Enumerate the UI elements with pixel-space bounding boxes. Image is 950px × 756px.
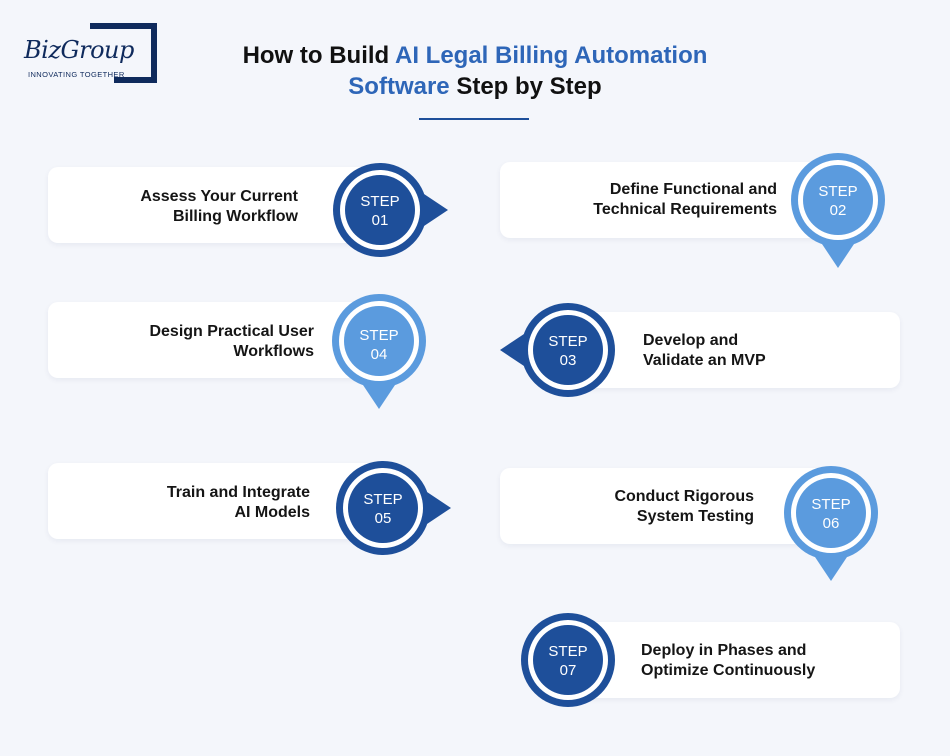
step-word-03: STEP: [548, 333, 588, 350]
step-number-04: 04: [370, 346, 388, 363]
step-number-06: 06: [822, 515, 840, 532]
step-word-06: STEP: [811, 496, 851, 513]
step-badge-03: STEP 03: [500, 302, 616, 398]
step-number-05: 05: [374, 510, 392, 527]
step-badge-07: STEP 07: [520, 612, 616, 708]
step-card-03: [560, 312, 900, 388]
title-underline: [419, 118, 529, 120]
title-text-1: How to Build: [242, 42, 395, 69]
step-number-01: 01: [371, 212, 389, 229]
bizgroup-logo: BizGroup INNOVATING TOGETHER: [22, 22, 162, 84]
step-label-01: Assess Your Current Billing Workflow: [140, 188, 298, 225]
arrow-down-icon: [784, 466, 878, 581]
arrow-right-icon: [333, 163, 448, 257]
arrow-down-icon: [332, 294, 426, 409]
step-badge-02: STEP 02: [790, 152, 886, 268]
arrow-down-icon: [791, 153, 885, 268]
logo-frame-icon: [90, 23, 157, 83]
step-number-07: 07: [559, 662, 577, 679]
step-label-06: Conduct Rigorous System Testing: [614, 488, 754, 525]
step-badge-06: STEP 06: [783, 465, 879, 581]
step-number-03: 03: [559, 352, 577, 369]
step-badge-01: STEP 01: [332, 162, 448, 258]
arrow-right-icon: [336, 461, 451, 555]
step-word-02: STEP: [818, 183, 858, 200]
title-highlight-1: AI Legal Billing Automation: [394, 42, 708, 69]
step-label-05: Train and Integrate AI Models: [166, 484, 310, 521]
logo-tagline: INNOVATING TOGETHER: [28, 70, 125, 79]
step-label-02: Define Functional and Technical Requirem…: [593, 181, 777, 218]
step-word-05: STEP: [363, 491, 403, 508]
step-word-07: STEP: [548, 643, 588, 660]
step-badge-05: STEP 05: [335, 460, 451, 556]
title-text-2: Step by Step: [449, 73, 602, 100]
step-badge-04: STEP 04: [331, 293, 427, 409]
step-circle-icon: [521, 613, 615, 707]
page-title: How to Build AI Legal Billing Automation…: [210, 40, 740, 102]
step-label-04: Design Practical User Workflows: [149, 323, 314, 360]
step-word-01: STEP: [360, 193, 400, 210]
step-number-02: 02: [829, 202, 847, 219]
step-label-07: Deploy in Phases and Optimize Continuous…: [641, 642, 816, 679]
title-highlight-2: Software: [348, 73, 450, 100]
logo-wordmark: BizGroup: [24, 36, 134, 64]
step-card-07: [560, 622, 900, 698]
arrow-left-icon: [500, 303, 615, 397]
step-label-03: Develop and Validate an MVP: [643, 332, 766, 369]
step-word-04: STEP: [359, 327, 399, 344]
